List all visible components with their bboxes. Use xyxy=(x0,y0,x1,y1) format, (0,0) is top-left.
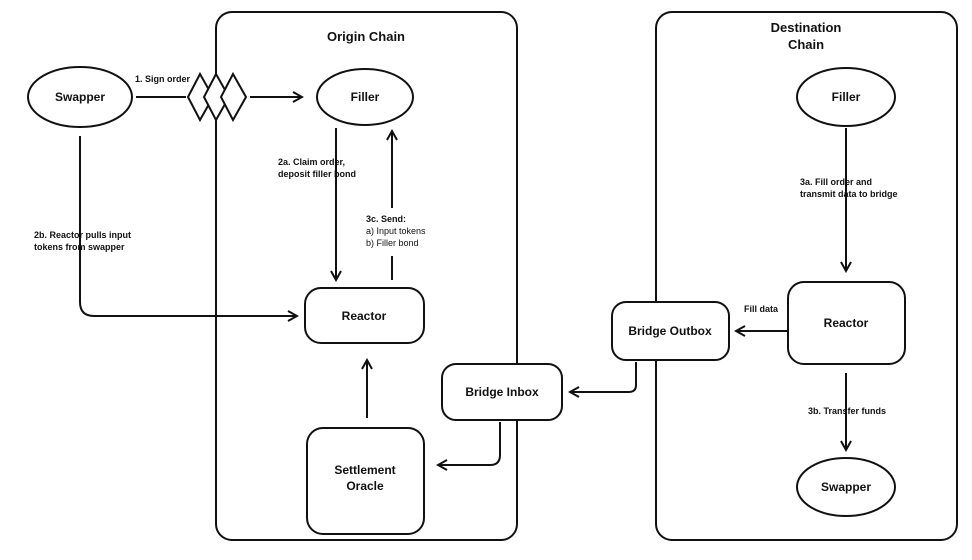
reactor-destination-node xyxy=(787,281,906,365)
reactor-origin-label: Reactor xyxy=(342,309,387,323)
edge-label-send-2: a) Input tokens xyxy=(366,226,426,236)
settlement-oracle-node xyxy=(306,427,425,535)
edge-label-transfer-funds: 3b. Transfer funds xyxy=(808,406,886,416)
filler-origin-node xyxy=(316,68,414,126)
filler-destination-node xyxy=(796,67,896,127)
edge-label-fill-data: Fill data xyxy=(744,304,779,314)
swapper-origin-node xyxy=(27,66,133,128)
edge-label-reactor-pulls-1: 2b. Reactor pulls input xyxy=(34,230,131,240)
settlement-oracle-label-2: Oracle xyxy=(346,479,384,493)
edge-label-claim-order-2: deposit filler bond xyxy=(278,169,356,179)
edge-label-send-1: 3c. Send: xyxy=(366,214,406,224)
edge-label-send-3: b) Filler bond xyxy=(366,238,419,248)
bridge-outbox-label: Bridge Outbox xyxy=(628,324,712,338)
bridge-inbox-node xyxy=(441,363,563,421)
reactor-destination-label: Reactor xyxy=(824,316,869,330)
bridge-outbox-node xyxy=(611,301,730,361)
filler-destination-label: Filler xyxy=(832,90,861,104)
edge-label-reactor-pulls-2: tokens from swapper xyxy=(34,242,125,252)
swapper-destination-node xyxy=(796,457,896,517)
swapper-destination-label: Swapper xyxy=(821,480,871,494)
edge-label-fill-order-1: 3a. Fill order and xyxy=(800,177,872,187)
reactor-origin-node xyxy=(304,287,425,344)
edge-label-send-bg xyxy=(362,208,426,256)
destination-chain-region xyxy=(655,11,958,541)
bridge-inbox-label: Bridge Inbox xyxy=(465,385,539,399)
edge-label-sign-order: 1. Sign order xyxy=(135,74,191,84)
swapper-origin-label: Swapper xyxy=(55,90,105,104)
edge-outbox-to-inbox xyxy=(570,362,637,392)
destination-chain-title-line2: Chain xyxy=(788,37,824,52)
origin-chain-title: Origin Chain xyxy=(327,29,405,44)
edge-reactor-pulls-tokens xyxy=(79,136,297,316)
destination-chain-title-line1: Destination xyxy=(771,20,842,35)
edge-inbox-to-oracle xyxy=(438,422,501,465)
edge-label-fill-order-2: transmit data to bridge xyxy=(800,189,898,199)
filler-origin-label: Filler xyxy=(351,90,380,104)
settlement-oracle-label-1: Settlement xyxy=(334,463,395,477)
edge-label-claim-order-1: 2a. Claim order, xyxy=(278,157,345,167)
signature-chevrons xyxy=(186,71,248,123)
